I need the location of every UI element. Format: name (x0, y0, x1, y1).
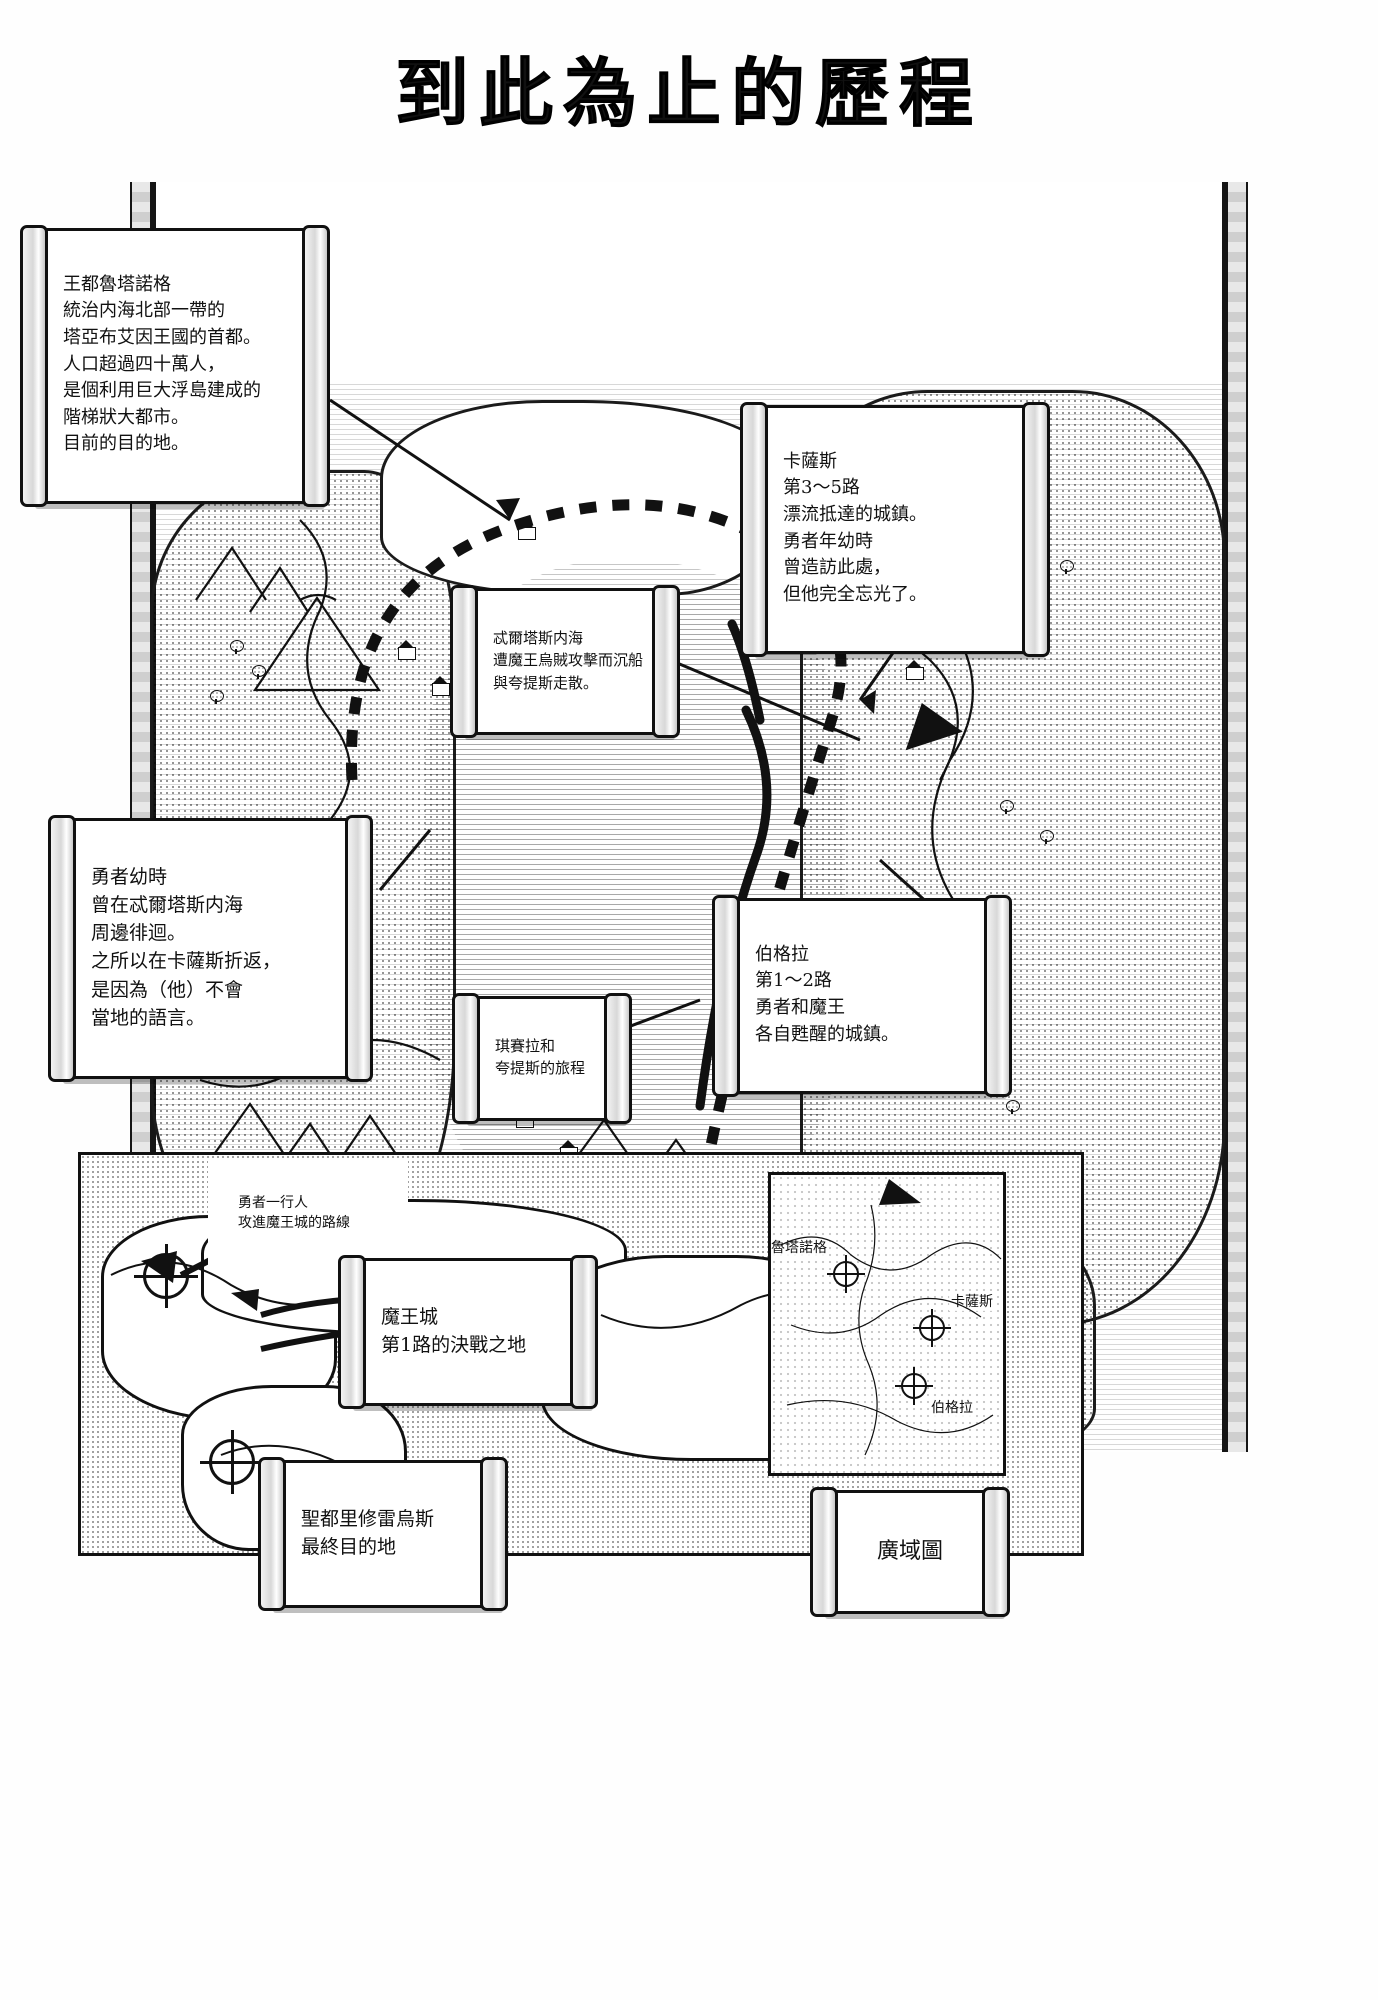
scroll-rutanogu: 王都魯塔諾格 統治内海北部一帶的 塔亞布艾因王國的首都。 人口超過四十萬人， 是… (20, 225, 330, 507)
inset-compass-kasasu-icon (913, 1309, 951, 1347)
scroll-hero-party-route-text: 勇者一行人 攻進魔王城的路線 (238, 1194, 350, 1232)
wide-area-inset-map: 魯塔諾格 卡薩斯 伯格拉 (768, 1172, 1006, 1476)
scroll-inner-sea-text: 忒爾塔斯内海 遭魔王烏賊攻擊而沉船 與夸提斯走散。 (493, 629, 644, 692)
scroll-hero-childhood-text: 勇者幼時 曾在忒爾塔斯内海 周邊徘迴。 之所以在卡薩斯折返， 是因為（他）不會 … (91, 866, 282, 1029)
scroll-wide-area-map-label: 廣域圖 (810, 1487, 1010, 1617)
inset-compass-rutanogu-icon (827, 1255, 865, 1293)
inset-linework (780, 1179, 1002, 1456)
frame-band-right (1228, 182, 1246, 1452)
scroll-holy-capital-text: 聖都里修雷烏斯 最終目的地 (301, 1508, 435, 1559)
scroll-bogura: 伯格拉 第1〜2路 勇者和魔王 各自甦醒的城鎮。 (712, 895, 1012, 1097)
scroll-kasasu-text: 卡薩斯 第3〜5路 漂流抵達的城鎮。 勇者年幼時 曾造訪此處， 但他完全忘光了。 (783, 450, 927, 605)
tree-icon (1006, 1100, 1020, 1114)
scroll-holy-capital: 聖都里修雷烏斯 最終目的地 (258, 1456, 508, 1612)
tree-icon (1060, 560, 1074, 574)
scroll-kisera-journey-text: 琪賽拉和 夸提斯的旅程 (495, 1037, 586, 1078)
tree-icon (1000, 800, 1014, 814)
inset-label-bogura: 伯格拉 (929, 1397, 975, 1417)
scroll-bogura-text: 伯格拉 第1〜2路 勇者和魔王 各自甦醒的城鎮。 (755, 943, 899, 1045)
page-title: 到此為止的歷程 (395, 51, 983, 138)
scroll-demon-castle: 魔王城 第1路的決戰之地 (338, 1254, 598, 1410)
scroll-kisera-journey: 琪賽拉和 夸提斯的旅程 (452, 993, 632, 1124)
scroll-hero-childhood: 勇者幼時 曾在忒爾塔斯内海 周邊徘迴。 之所以在卡薩斯折返， 是因為（他）不會 … (48, 815, 373, 1082)
tree-icon (1040, 830, 1054, 844)
tree-icon (230, 640, 244, 654)
scroll-rutanogu-text: 王都魯塔諾格 統治内海北部一帶的 塔亞布艾因王國的首都。 人口超過四十萬人， 是… (63, 273, 261, 455)
scroll-kasasu: 卡薩斯 第3〜5路 漂流抵達的城鎮。 勇者年幼時 曾造訪此處， 但他完全忘光了。 (740, 402, 1050, 657)
scroll-inner-sea: 忒爾塔斯内海 遭魔王烏賊攻擊而沉船 與夸提斯走散。 (450, 585, 680, 738)
scroll-hero-party-route: 勇者一行人 攻進魔王城的路線 (208, 1158, 408, 1271)
settlement-icon (431, 676, 450, 696)
settlement-icon (397, 640, 416, 660)
tree-icon (252, 665, 266, 679)
wide-area-map-text: 廣域圖 (876, 1538, 943, 1564)
settlement-icon (517, 520, 536, 540)
inset-label-rutanogu: 魯塔諾格 (771, 1237, 829, 1257)
tree-icon (210, 690, 224, 704)
inset-compass-bogura-icon (895, 1367, 933, 1405)
settlement-icon (905, 660, 924, 680)
scroll-demon-castle-text: 魔王城 第1路的決戰之地 (381, 1306, 527, 1357)
